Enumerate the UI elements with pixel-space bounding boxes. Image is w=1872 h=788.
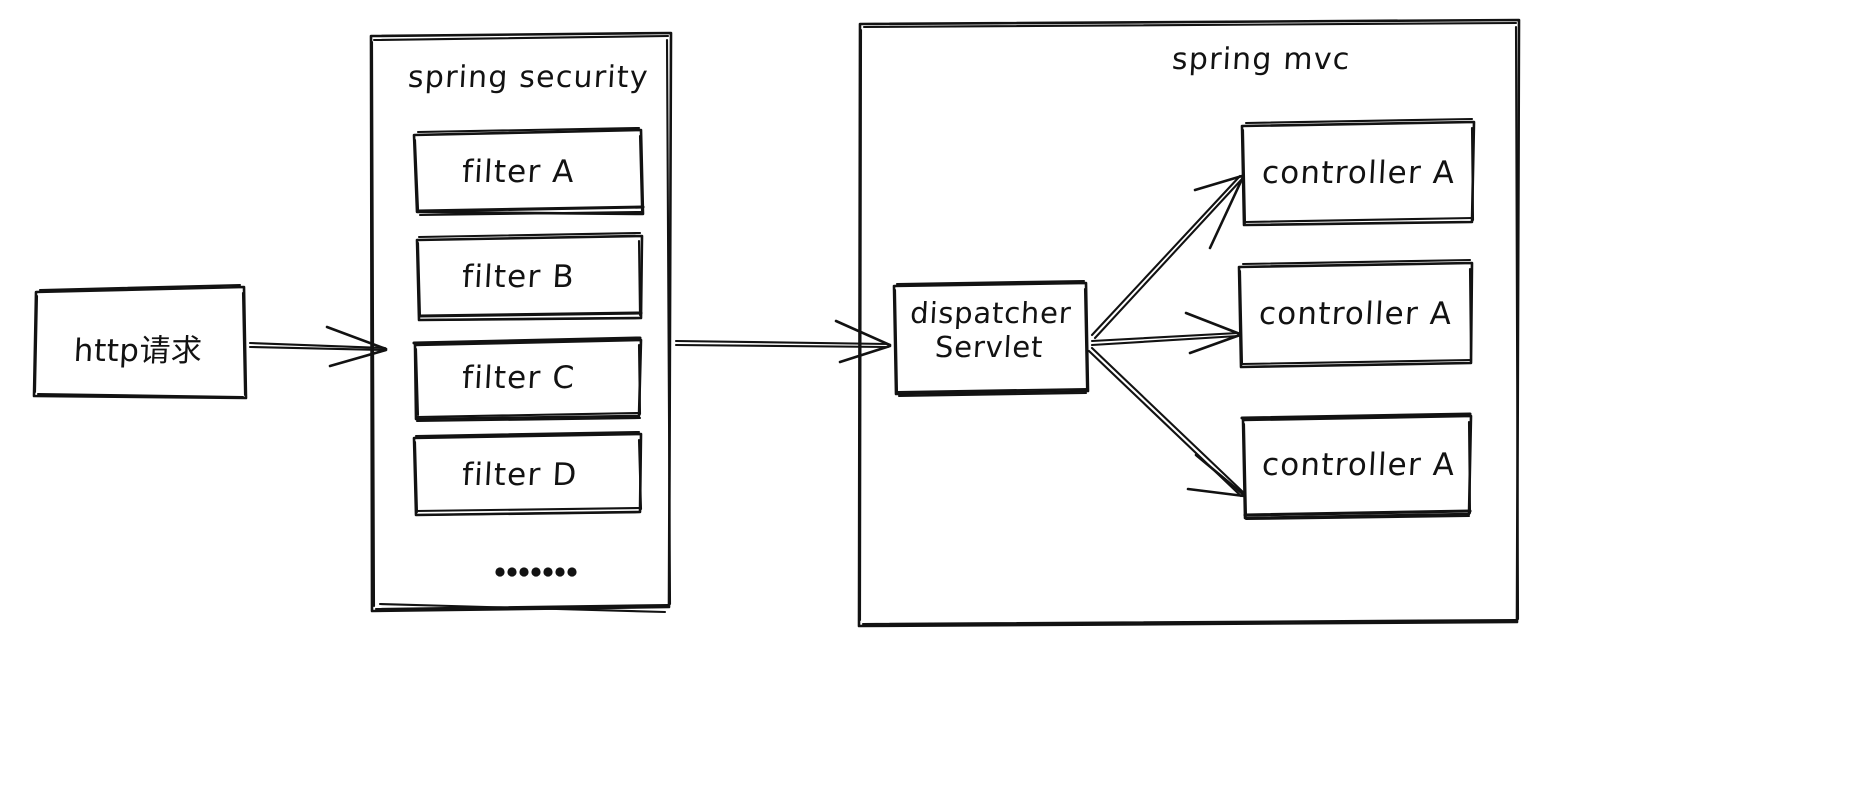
- dispatcher-servlet-line1: dispatcher: [909, 296, 1073, 330]
- filter-b-box-shape: [415, 231, 644, 322]
- arrow-dispatcher-to-controller-1: [1090, 174, 1245, 340]
- controller-a-label-3: controller A: [1261, 447, 1457, 483]
- controller-a-box-1-shape: [1240, 117, 1476, 227]
- http-request-label: http请求: [72, 333, 204, 369]
- ellipsis-dots: [495, 567, 577, 577]
- filter-a-box-shape: [412, 126, 645, 217]
- dispatcher-servlet-box-shape: [892, 279, 1090, 398]
- spring-security-title: spring security: [407, 60, 650, 95]
- filter-d-label: filter D: [461, 457, 579, 493]
- dispatcher-servlet-label: dispatcher Servlet: [896, 296, 1084, 364]
- controller-a-label-1: controller A: [1261, 155, 1457, 191]
- spring-mvc-container-shape: [857, 18, 1521, 628]
- filter-a-label: filter A: [461, 154, 576, 190]
- arrow-http-to-security: [248, 325, 388, 368]
- arrow-dispatcher-to-controller-3: [1087, 346, 1246, 498]
- arrow-security-to-mvc: [674, 319, 892, 364]
- filter-d-box-shape: [412, 430, 643, 517]
- dispatcher-servlet-line2: Servlet: [934, 330, 1045, 365]
- filter-c-box-shape: [412, 336, 643, 423]
- http-request-box-shape: [32, 283, 248, 400]
- filter-b-label: filter B: [461, 259, 576, 295]
- controller-a-box-3-shape: [1240, 412, 1473, 521]
- filter-c-label: filter C: [461, 360, 577, 396]
- spring-security-container-shape: [369, 31, 673, 614]
- spring-mvc-title: spring mvc: [1171, 42, 1352, 77]
- arrow-dispatcher-to-controller-2: [1090, 311, 1242, 355]
- controller-a-label-2: controller A: [1258, 296, 1454, 332]
